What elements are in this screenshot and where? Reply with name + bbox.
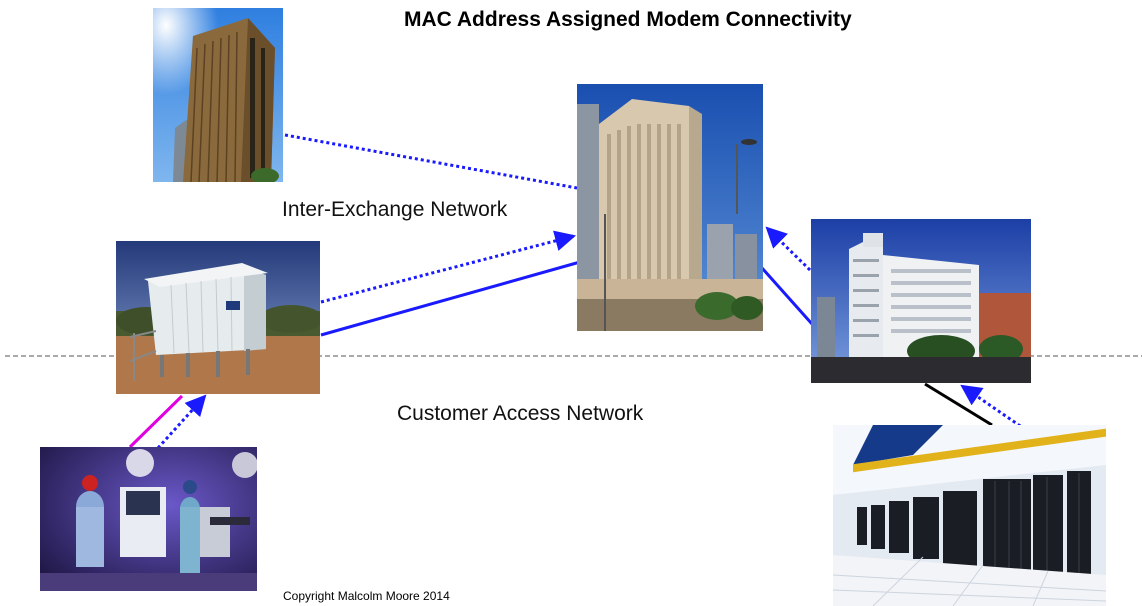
data-centre-building-photo	[811, 219, 1031, 383]
tower-building-photo	[153, 8, 283, 182]
link-datacentre-to-exchange-solid	[760, 267, 814, 325]
hospital-operating-theatre-photo	[40, 447, 257, 591]
customer-access-network-label: Customer Access Network	[397, 402, 644, 425]
link-tower-to-exchange-dotted	[284, 133, 578, 190]
copyright-text: Copyright Malcolm Moore 2014	[283, 589, 450, 603]
equipment-hut-photo	[116, 241, 320, 394]
link-serverroom-to-datacentre-dotted	[960, 384, 1046, 445]
server-room-photo	[833, 425, 1106, 606]
diagram-title: MAC Address Assigned Modem Connectivity	[404, 8, 852, 31]
inter-exchange-network-label: Inter-Exchange Network	[282, 198, 508, 221]
link-hospital-to-hut-solid	[128, 394, 184, 449]
link-hut-to-exchange-dotted	[320, 230, 577, 304]
telephone-exchange-building-photo	[577, 84, 763, 331]
link-datacentre-to-exchange-dotted	[765, 226, 812, 272]
link-serverroom-to-datacentre-solid	[924, 382, 993, 427]
link-hospital-to-hut-dotted	[156, 394, 207, 450]
link-hut-to-exchange-solid	[320, 260, 581, 337]
